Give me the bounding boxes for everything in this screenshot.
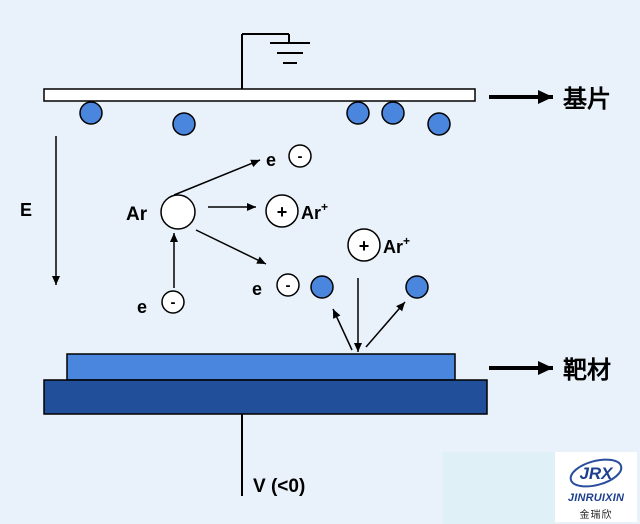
argon-ion-sign: + (277, 202, 288, 222)
sputtered-particle (310, 275, 334, 299)
emitted-electron-label: e (266, 150, 276, 170)
logo-name-cn: 金瑞欣 (579, 510, 613, 521)
target-base (43, 379, 488, 415)
substrate-plate (43, 88, 476, 102)
sputtered-particle (405, 275, 429, 299)
second-electron-arrow (195, 229, 267, 265)
argon-atom (160, 194, 196, 230)
substrate-label: 基片 (563, 85, 611, 113)
deposited-particle (427, 112, 451, 136)
bombarding-ion-sign: + (359, 236, 370, 256)
deposited-particle (79, 101, 103, 125)
second-electron-label: e (252, 279, 262, 299)
second-electron-sign: - (286, 277, 291, 294)
emitted-electron-arrow (173, 159, 261, 196)
emitted-electron (288, 144, 312, 168)
argon-ion (265, 194, 299, 228)
deposited-particle (172, 112, 196, 136)
watermark-strip (443, 452, 555, 524)
company-logo: JRX JINRUIXIN 金瑞欣 (555, 452, 637, 522)
logo-mark-icon: JRX (569, 458, 623, 488)
incoming-electron-label: e (137, 297, 147, 317)
target-label: 靶材 (563, 356, 611, 384)
substrate-particles (79, 101, 451, 136)
logo-name: JINRUIXIN (567, 492, 625, 504)
sputter-arrow-right (365, 301, 406, 348)
deposited-particle (346, 101, 370, 125)
voltage-label: V (<0) (253, 476, 305, 497)
incoming-electron (161, 290, 185, 314)
sputter-arrow-left (332, 308, 353, 351)
svg-text:JRX: JRX (579, 464, 614, 483)
ground-symbol-icon (241, 33, 310, 89)
bombarding-ion (347, 228, 381, 262)
second-electron (276, 273, 300, 297)
emitted-electron-sign: - (298, 148, 303, 165)
deposited-particle (381, 101, 405, 125)
target-layer (66, 353, 456, 381)
bombarding-ion-label: Ar+ (383, 234, 410, 257)
field-label: E (20, 200, 32, 220)
argon-ion-label: Ar+ (301, 200, 328, 223)
incoming-electron-sign: - (171, 294, 176, 311)
argon-label: Ar (126, 204, 148, 225)
